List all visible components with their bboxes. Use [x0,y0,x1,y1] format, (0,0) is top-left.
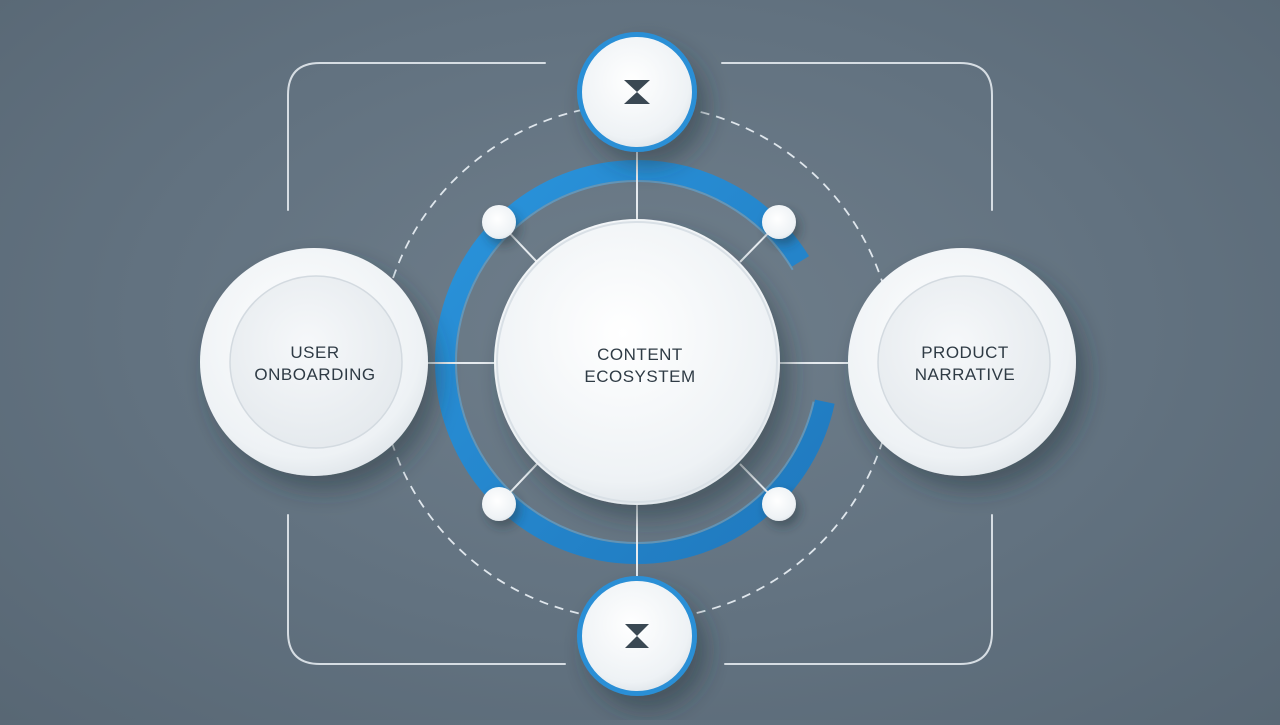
right-node-label: PRODUCT NARRATIVE [890,342,1040,386]
satellite-dot-bottom-right [762,487,796,521]
right-node-label-line1: PRODUCT [921,343,1009,362]
satellite-dot-bottom-left [482,487,516,521]
outer-frame [287,62,993,665]
right-node[interactable] [848,248,1076,476]
center-node-label-line2: ECOSYSTEM [584,367,696,386]
left-node-label-line2: ONBOARDING [254,365,376,384]
center-node[interactable] [494,219,780,505]
left-node-label: USER ONBOARDING [240,342,390,386]
left-node[interactable] [200,248,428,476]
hourglass-icon [624,80,650,104]
satellite-dot-top-left [482,205,516,239]
bottom-node[interactable] [577,576,697,696]
hourglass-icon [625,624,649,648]
center-node-label: CONTENT ECOSYSTEM [540,344,740,388]
center-node-label-line1: CONTENT [597,345,683,364]
left-node-label-line1: USER [290,343,340,362]
top-node[interactable] [577,32,697,152]
satellite-dot-top-right [762,205,796,239]
right-node-label-line2: NARRATIVE [914,365,1016,384]
